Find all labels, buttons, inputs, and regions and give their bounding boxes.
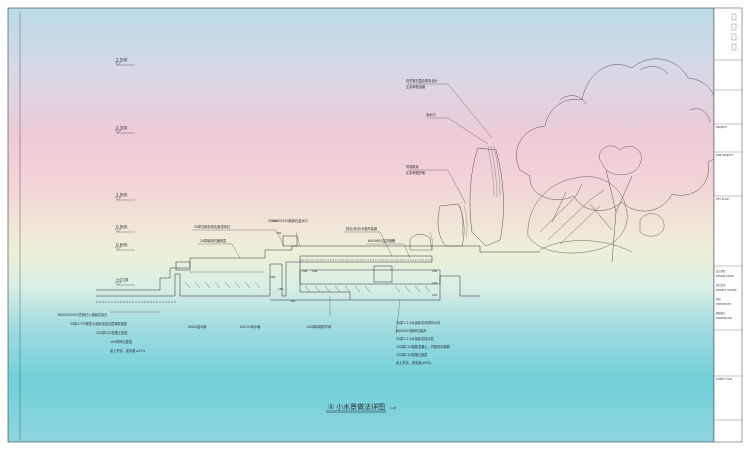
- title-block-row: 项目负责: [716, 283, 726, 287]
- level-marker: ±0.00: [114, 278, 135, 286]
- title-block: PROJECT SUB PROJECT KEY PLAN 设计阶段 DESIGN…: [713, 7, 743, 443]
- level-marker: 1.900: [114, 193, 135, 201]
- callout-text: 阶梯跌泉: [406, 164, 420, 169]
- dimension-text: 300: [270, 275, 276, 279]
- title-block-row: PROJECT LEADER: [716, 289, 737, 292]
- callout-text: 30厚芝麻灰烧毛面花岗石: [194, 224, 230, 229]
- callout-text: 灌水口: [426, 112, 436, 117]
- rock-outline: [409, 147, 504, 251]
- title-block-row: CHECKED BY: [716, 303, 732, 306]
- callout-text: 120厚砖砌防护墙: [306, 324, 332, 329]
- dimension-text: 200: [272, 219, 278, 223]
- drawing-title-scale: 1:20: [390, 406, 397, 410]
- dimension-text: 120: [432, 293, 438, 297]
- callout-text: 自然置石围合跌泉设计: [406, 78, 439, 83]
- dimension-text: 100: [312, 269, 318, 273]
- title-block-sheet-title-label: SHEET TITLE: [716, 377, 733, 381]
- callout-text: 300X300X30鹅卵石溢水口: [268, 218, 308, 223]
- title-block-row: 设计阶段: [716, 269, 726, 273]
- title-block-sub-project-label: SUB PROJECT: [716, 153, 734, 157]
- level-marker: 0.600: [114, 243, 135, 251]
- water-cascade: [429, 145, 501, 251]
- title-block-row: 图纸编号: [716, 311, 726, 315]
- title-block-key-plan-label: KEY PLAN: [716, 197, 729, 201]
- level-marker: 2.300: [114, 126, 135, 134]
- callout-text: 拆石(砂)补水循环装置: [346, 226, 377, 231]
- level-marker: 2.500: [114, 58, 135, 66]
- callout-text: 30厚1:2.5水泥砂浆找平层: [396, 336, 434, 341]
- callout-text: 生态种植池塘: [406, 84, 426, 89]
- callout-text: 600X300X30芝麻白火烧面花岗石: [58, 312, 107, 317]
- level-label: 2.500: [116, 58, 128, 63]
- callout-text: 100厚C20混凝土垫层: [396, 352, 428, 357]
- dimension-text: 100: [276, 231, 282, 235]
- title-block-row: DESIGN STAGE: [716, 275, 734, 278]
- level-label: 1.900: [116, 193, 128, 198]
- level-marker: 0.900: [114, 225, 135, 233]
- dimension-text: 150: [278, 287, 284, 291]
- callout-text: DN50溢水管: [188, 324, 206, 329]
- title-block-row: 审核: [716, 297, 721, 301]
- callout-text: 600X600溢流格栅: [368, 238, 396, 243]
- callout-text: 30厚1:2.5水泥砂浆内掺防水剂: [396, 320, 440, 325]
- callout-text: 30厚1:3干硬性水泥砂浆结合层满浆嵌缝: [70, 321, 128, 326]
- level-label: ±0.00: [116, 278, 129, 283]
- sky-water-background: [8, 8, 714, 442]
- level-label: 2.300: [116, 126, 128, 131]
- section-structure: [96, 231, 540, 303]
- level-label: 0.900: [116, 225, 128, 230]
- title-block-row: DRAWING NO.: [716, 317, 733, 320]
- drawing-title-text: 小水景做法详图: [336, 402, 385, 411]
- dimension-text: 250: [432, 269, 438, 273]
- dimension-text: 200: [302, 269, 308, 273]
- callout-text: 素土夯实，密实度≥93%: [396, 360, 431, 365]
- callout-text: 素土夯实，密实度≥93%: [110, 348, 145, 353]
- callout-text: 生态种植护坡: [406, 170, 426, 175]
- title-block-project-label: PROJECT: [716, 125, 728, 129]
- drawing-title-number: ①: [328, 403, 334, 411]
- dimension-text: 250: [290, 299, 296, 303]
- callout-text: 100厚碎石垫层: [110, 339, 132, 344]
- callout-text: 20厚鹅卵石铺底层: [200, 238, 226, 243]
- callout-text: 100厚C20钢筋混凝土，内配双向钢筋: [396, 344, 450, 349]
- shrub-outline: [527, 145, 665, 254]
- level-label: 0.600: [116, 243, 128, 248]
- tree-outline: [516, 58, 725, 263]
- drawing-title: ① 小水景做法详图 1:20: [326, 402, 397, 413]
- dimension-text: 150: [432, 281, 438, 285]
- drawing-frame: [7, 7, 715, 443]
- leader-lines: [110, 83, 493, 335]
- callout-text: DN150排水管: [240, 324, 261, 329]
- callout-text: 600X300鹅卵石装饰: [396, 328, 426, 333]
- callout-text: 100厚C20混凝土垫层: [96, 330, 128, 335]
